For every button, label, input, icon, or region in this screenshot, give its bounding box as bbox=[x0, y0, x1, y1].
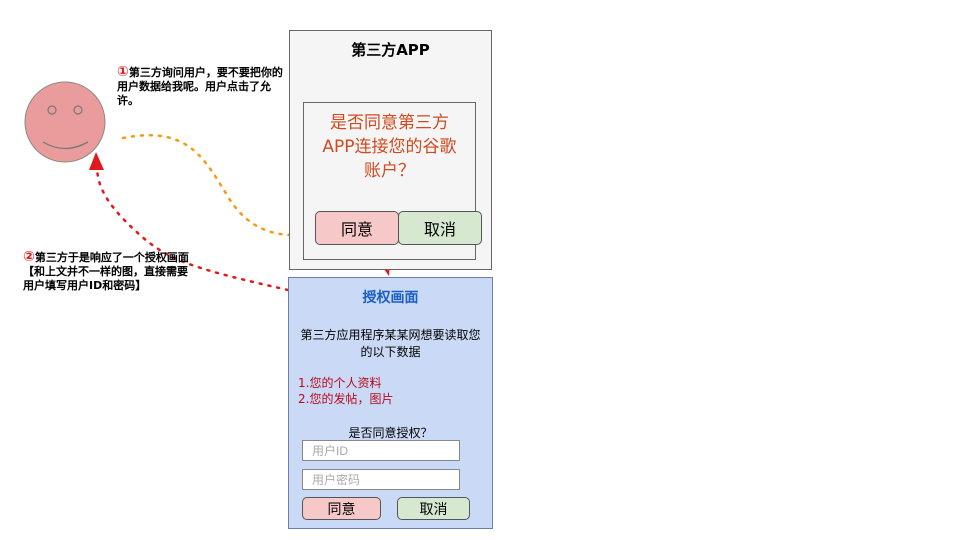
third-party-app-window: 第三方APP 是否同意第三方APP连接您的谷歌账户？ 同意 取消 bbox=[289, 30, 492, 270]
auth-cancel-label: 取消 bbox=[419, 501, 448, 518]
step2-text: 第三方于是响应了一个授权画面【和上文并不一样的图，直接需要用户填写用户ID和密码… bbox=[23, 251, 189, 292]
step1-text: 第三方询问用户，要不要把你的用户数据给我呢。用户点击了允许。 bbox=[117, 66, 283, 107]
user-smiley-face-icon bbox=[24, 81, 106, 163]
step2-note: ②第三方于是响应了一个授权画面【和上文并不一样的图，直接需要用户填写用户ID和密… bbox=[23, 250, 198, 293]
authorization-page: 授权画面 第三方应用程序某某网想要读取您的以下数据 1.您的个人资料 2.您的发… bbox=[288, 277, 493, 529]
consent-flow-arrow bbox=[121, 134, 302, 237]
consent-dialog: 是否同意第三方APP连接您的谷歌账户？ 同意 取消 bbox=[303, 102, 482, 260]
app-agree-button[interactable]: 同意 bbox=[315, 211, 399, 245]
permission-item: 1.您的个人资料 bbox=[298, 376, 382, 390]
app-title: 第三方APP bbox=[351, 41, 430, 59]
auth-title: 授权画面 bbox=[362, 290, 419, 306]
auth-description: 第三方应用程序某某网想要读取您的以下数据 bbox=[300, 328, 481, 359]
response-arrow-head-icon bbox=[89, 152, 104, 170]
password-input[interactable] bbox=[302, 469, 460, 490]
auth-agree-button[interactable]: 同意 bbox=[302, 497, 381, 520]
app-cancel-button[interactable]: 取消 bbox=[398, 211, 482, 245]
auth-question: 是否同意授权？ bbox=[348, 426, 433, 440]
app-cancel-label: 取消 bbox=[423, 220, 456, 239]
response-flow-arrow bbox=[95, 166, 290, 292]
permission-item: 2.您的发帖，图片 bbox=[298, 392, 394, 406]
step1-number: ① bbox=[117, 64, 129, 80]
app-agree-label: 同意 bbox=[340, 220, 373, 239]
user-id-input[interactable] bbox=[302, 440, 460, 461]
step1-note: ①第三方询问用户，要不要把你的用户数据给我呢。用户点击了允许。 bbox=[117, 65, 289, 108]
auth-agree-label: 同意 bbox=[327, 501, 356, 518]
step2-number: ② bbox=[23, 249, 35, 265]
consent-question: 是否同意第三方APP连接您的谷歌账户？ bbox=[322, 113, 457, 181]
auth-cancel-button[interactable]: 取消 bbox=[397, 497, 470, 520]
